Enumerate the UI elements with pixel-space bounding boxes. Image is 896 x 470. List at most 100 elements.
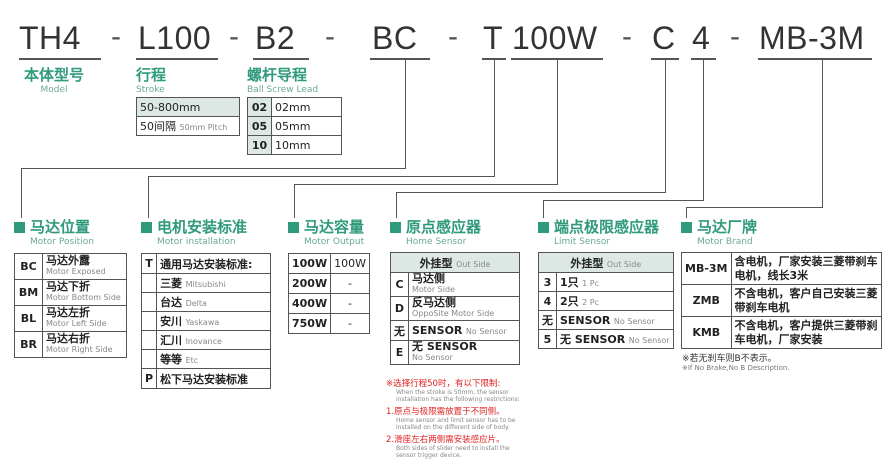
home-sensor-section: 原点感应器 Home Sensor — [406, 216, 481, 247]
motor-installation-section: 电机安装标准 Motor installation — [157, 216, 247, 247]
code-dash: - — [730, 20, 740, 53]
motor-output-subtitle: Motor Output — [304, 237, 365, 247]
limit-sensor-section: 端点极限感应器 Limit Sensor — [554, 216, 659, 247]
motor-brand-section: 马达厂牌 Motor Brand — [697, 216, 757, 247]
code-model: TH4 — [19, 20, 81, 56]
section-marker — [141, 222, 152, 233]
code-lead: B2 — [255, 20, 296, 56]
home-sensor-notes: ※选择行程50时，有以下限制: When the stroke is 50mm,… — [386, 377, 526, 459]
code-stroke: L100 — [138, 20, 212, 56]
connector-line — [294, 184, 558, 185]
model-section: 本体型号 Model — [24, 64, 84, 95]
stroke-title: 行程 — [136, 66, 167, 84]
connector-line — [396, 192, 666, 193]
table-row: 台达 Delta — [140, 292, 271, 312]
stroke-table: 50-800mm 50间隔 50mm Pitch — [136, 97, 240, 136]
section-marker — [288, 222, 299, 233]
connector-line — [494, 58, 495, 177]
connector-line — [703, 58, 704, 200]
table-header: 外挂型 Out Side — [538, 252, 674, 273]
connector-line — [822, 58, 823, 208]
connector-line — [665, 58, 666, 192]
lead-subtitle: Ball Screw Lead — [247, 85, 319, 95]
motor-position-title: 马达位置 — [30, 218, 91, 236]
underline — [19, 58, 101, 60]
code-dash: - — [229, 20, 239, 53]
table-header: 外挂型 Out Side — [390, 252, 520, 273]
motor-brand-title: 马达厂牌 — [697, 218, 758, 236]
code-motor-position: BC — [372, 20, 418, 56]
motor-installation-title: 电机安装标准 — [157, 218, 248, 236]
connector-line — [21, 168, 406, 169]
note-restriction-1: 1.原点与极限需放置于不同侧。 — [386, 407, 505, 417]
connector-line — [21, 168, 22, 218]
connector-line — [686, 207, 823, 208]
connector-line — [557, 58, 558, 184]
motor-installation-subtitle: Motor installation — [157, 237, 236, 247]
underline — [253, 58, 309, 60]
connector-line — [543, 200, 544, 218]
stroke-subtitle: Stroke — [136, 85, 165, 95]
motor-position-subtitle: Motor Position — [30, 237, 94, 247]
code-home-sensor: C — [652, 20, 676, 56]
section-marker — [538, 222, 549, 233]
code-dash: - — [622, 20, 632, 53]
connector-line — [294, 184, 295, 218]
connector-line — [405, 58, 406, 169]
stroke-pitch: 50间隔 50mm Pitch — [136, 116, 240, 136]
limit-sensor-subtitle: Limit Sensor — [554, 237, 611, 247]
table-row: 汇川 Inovance — [140, 330, 271, 350]
limit-sensor-title: 端点极限感应器 — [554, 218, 660, 236]
section-marker — [390, 222, 401, 233]
brake-note: ※若无刹车则B不表示。 — [682, 354, 777, 364]
code-limit-sensor: 4 — [692, 20, 711, 56]
table-row: 400W- — [287, 293, 370, 314]
motor-output-section: 马达容量 Motor Output — [304, 216, 364, 247]
section-marker — [681, 222, 692, 233]
lead-section: 螺杆导程 Ball Screw Lead — [247, 64, 318, 95]
connector-line — [148, 176, 149, 218]
model-subtitle: Model — [40, 85, 68, 95]
code-installation: T — [483, 20, 504, 56]
section-marker — [14, 222, 25, 233]
motor-brand-subtitle: Motor Brand — [697, 237, 753, 247]
connector-line — [686, 207, 687, 218]
brake-note-en: ※If No Brake,No B Description. — [682, 364, 790, 372]
connector-line — [543, 200, 704, 201]
lead-title: 螺杆导程 — [247, 66, 308, 84]
home-sensor-title: 原点感应器 — [406, 218, 482, 236]
note-stroke-restriction: ※选择行程50时，有以下限制: — [386, 379, 501, 389]
table-row: 750W- — [287, 313, 370, 334]
table-row: 安川 Yaskawa — [140, 311, 271, 331]
table-row: 等等 Etc — [140, 349, 271, 369]
underline — [758, 58, 872, 60]
motor-output-title: 马达容量 — [304, 218, 365, 236]
stroke-section: 行程 Stroke — [136, 64, 166, 95]
code-dash: - — [111, 20, 121, 53]
table-row: 三菱 Mitsubishi — [140, 273, 271, 293]
connector-line — [148, 176, 495, 177]
